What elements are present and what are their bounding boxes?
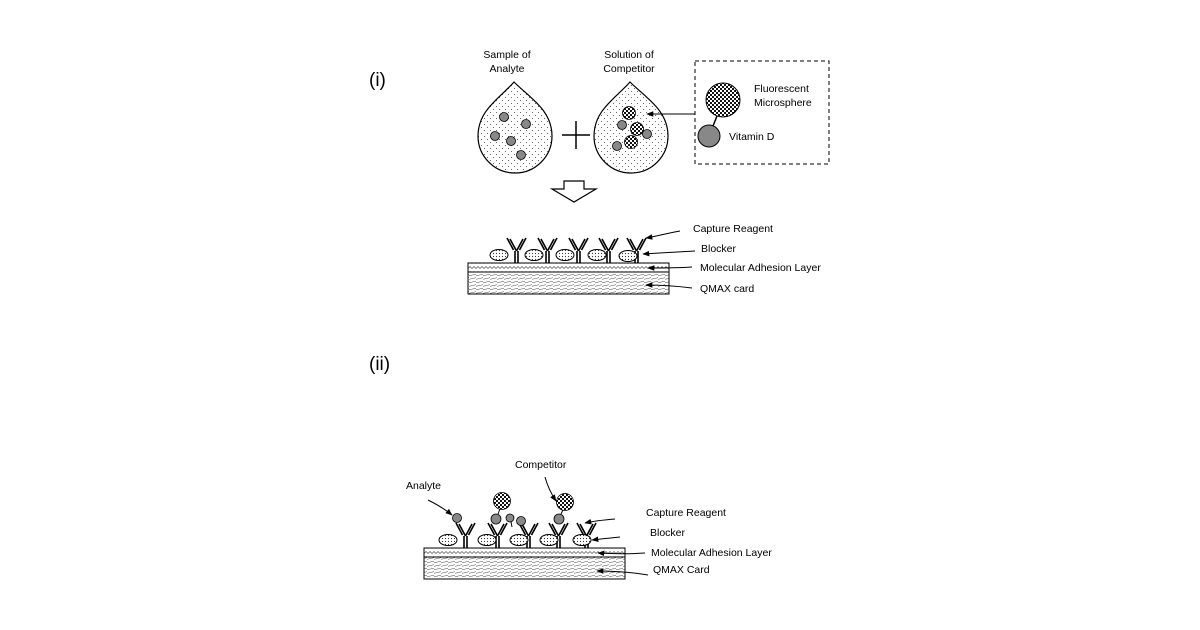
callout-adhesion-layer: Molecular Adhesion Layer xyxy=(700,262,821,274)
adhesion-layer xyxy=(424,548,625,557)
blocker xyxy=(490,250,508,261)
blocker xyxy=(525,250,543,261)
callout-capture-reagent: Capture Reagent xyxy=(693,223,773,235)
analyte-particle xyxy=(522,120,531,129)
callout-qmax-card: QMAX Card xyxy=(653,564,710,576)
analyte-particle xyxy=(507,137,516,146)
analyte-particle xyxy=(517,151,526,160)
callout-adhesion-layer: Molecular Adhesion Layer xyxy=(651,547,772,559)
capture-antibody xyxy=(507,238,526,263)
inset-vitamin-label: Vitamin D xyxy=(729,131,775,143)
panel-ii-surface xyxy=(424,493,625,580)
qmax-card xyxy=(468,272,669,294)
bound-analyte xyxy=(453,514,462,523)
bound-competitor xyxy=(554,494,574,525)
bound-analyte xyxy=(506,514,514,522)
bound-analyte xyxy=(517,517,526,526)
analyte-particle xyxy=(491,132,500,141)
blocker xyxy=(619,251,637,262)
inset-microsphere-line1: Fluorescent xyxy=(754,83,809,95)
sample-droplet xyxy=(478,82,552,173)
capture-antibody xyxy=(569,238,588,263)
capture-antibody xyxy=(456,523,475,548)
blocker xyxy=(540,535,558,546)
blocker xyxy=(588,250,606,261)
down-arrow-icon xyxy=(552,181,596,202)
panel-i: (i) Sample of Analyte Solution of Compet… xyxy=(369,49,829,295)
panel-i-label: (i) xyxy=(369,70,386,91)
analyte-particle xyxy=(500,113,509,122)
blocker xyxy=(510,535,528,546)
callout-qmax-card: QMAX card xyxy=(700,283,754,295)
blocker xyxy=(573,535,591,546)
panel-i-surface xyxy=(468,238,669,294)
callout-blocker: Blocker xyxy=(650,527,686,539)
capture-antibody xyxy=(538,238,557,263)
competitor-inset: Fluorescent Microsphere Vitamin D xyxy=(695,61,829,164)
callout-capture-reagent: Capture Reagent xyxy=(646,507,726,519)
solution-title-line2: Competitor xyxy=(603,63,655,75)
sample-title-line1: Sample of xyxy=(483,49,530,61)
blocker xyxy=(478,535,496,546)
fluorescent-microsphere-icon xyxy=(706,83,740,117)
sample-title-line2: Analyte xyxy=(489,63,524,75)
panel-ii: (ii) xyxy=(369,354,772,579)
solution-title-line1: Solution of xyxy=(604,49,654,61)
callout-blocker: Blocker xyxy=(701,243,737,255)
callout-analyte: Analyte xyxy=(406,480,441,492)
adhesion-layer xyxy=(468,263,669,272)
blocker xyxy=(556,250,574,261)
vitamin-d-icon xyxy=(698,125,720,147)
qmax-card xyxy=(424,557,625,579)
blocker xyxy=(439,535,457,546)
callout-competitor: Competitor xyxy=(515,459,567,471)
panel-ii-label: (ii) xyxy=(369,354,390,375)
plus-icon xyxy=(562,121,590,149)
inset-microsphere-line2: Microsphere xyxy=(754,97,812,109)
competitor-droplet xyxy=(594,82,668,173)
